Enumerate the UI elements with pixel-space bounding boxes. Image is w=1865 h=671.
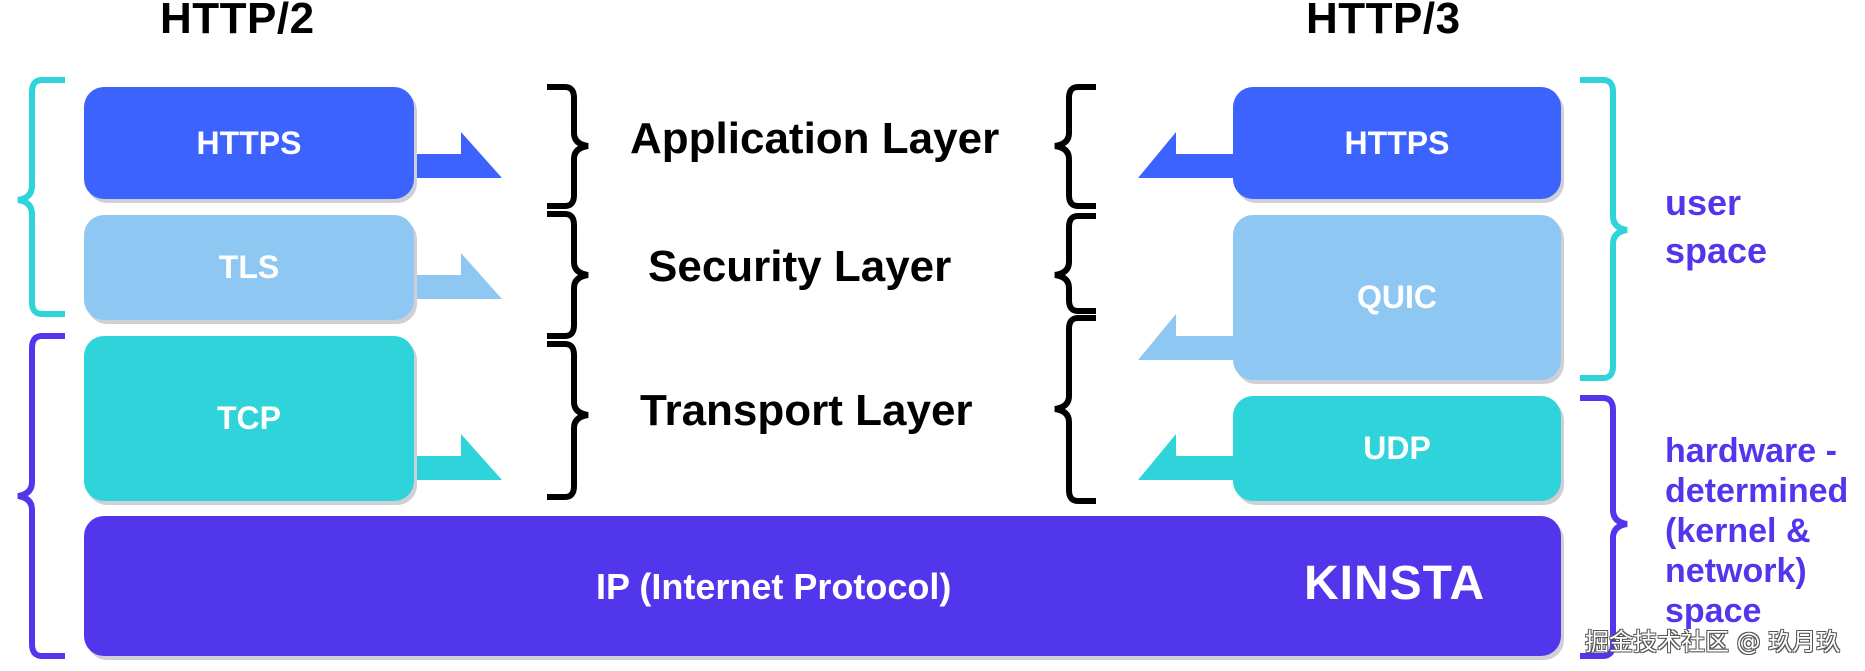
kinsta-logo-icon: KINSTA	[1304, 557, 1486, 610]
http2-tcp-box: TCP	[84, 336, 414, 501]
http2-title: HTTP/2	[160, 0, 315, 43]
transport-layer-label: Transport Layer	[640, 386, 973, 435]
security-layer-label: Security Layer	[648, 242, 952, 291]
http3-udp-box: UDP	[1233, 396, 1561, 501]
http2-tls-box: TLS	[84, 215, 414, 320]
http3-quic-box: QUIC	[1233, 215, 1561, 380]
ip-bar: IP (Internet Protocol) KINSTA	[84, 516, 1561, 656]
http3-https-label: HTTPS	[1344, 124, 1450, 161]
http2-tcp-label: TCP	[217, 400, 281, 436]
http3-udp-label: UDP	[1363, 430, 1431, 466]
http2-https-box: HTTPS	[84, 87, 414, 199]
left-user-space-brace-icon	[17, 77, 65, 317]
right-hardware-brace-icon	[1580, 395, 1628, 659]
right-user-space-brace-icon	[1580, 77, 1628, 381]
http3-https-arrow-icon	[1138, 132, 1233, 178]
left-hardware-brace-icon	[17, 333, 65, 659]
middle-left-braces-icon	[547, 84, 589, 500]
http2-tls-arrow-icon	[414, 253, 502, 299]
application-layer-label: Application Layer	[630, 114, 1000, 163]
http3-quic-arrow-icon	[1138, 314, 1233, 360]
http3-title: HTTP/3	[1306, 0, 1461, 43]
http2-tcp-arrow-icon	[414, 434, 502, 480]
watermark: 掘金技术社区 @ 玖月玖	[1585, 628, 1841, 656]
ip-label: IP (Internet Protocol)	[596, 566, 952, 607]
user-space-label: user space	[1665, 182, 1768, 271]
hardware-space-label: hardware - determined (kernel & network)…	[1665, 432, 1849, 630]
http2-https-label: HTTPS	[196, 124, 302, 161]
http3-udp-arrow-icon	[1138, 434, 1233, 480]
http2-tls-label: TLS	[218, 249, 280, 285]
http2-https-arrow-icon	[414, 132, 502, 178]
http3-https-box: HTTPS	[1233, 87, 1561, 199]
middle-right-braces-icon	[1054, 84, 1096, 504]
http3-quic-label: QUIC	[1357, 279, 1437, 315]
